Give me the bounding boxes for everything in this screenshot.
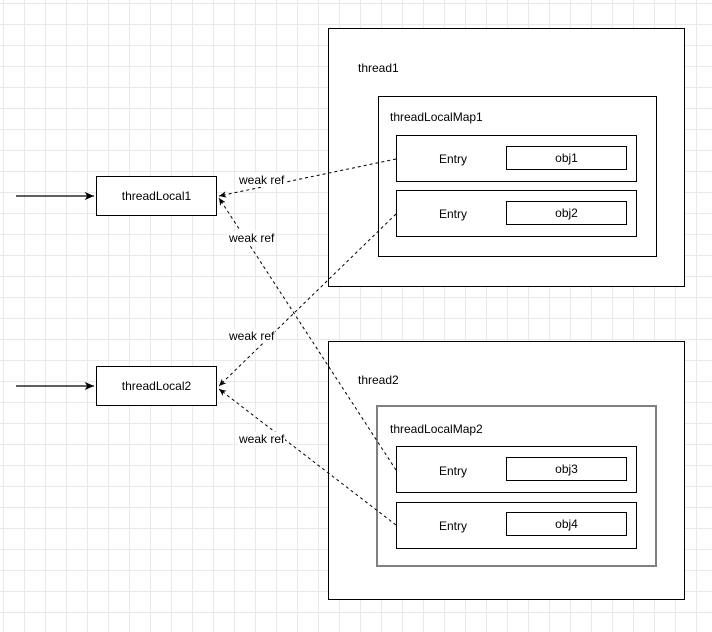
entry-1-label: Entry bbox=[439, 152, 468, 166]
obj1-label: obj1 bbox=[555, 151, 578, 165]
weak-ref-label-3: weak ref bbox=[228, 329, 276, 343]
threadlocal2-label: threadLocal2 bbox=[121, 379, 192, 393]
obj3-label: obj3 bbox=[555, 462, 578, 476]
weak-ref-entry2-to-threadlocal2 bbox=[218, 213, 397, 387]
threadlocal2-box: threadLocal2 bbox=[96, 366, 217, 406]
obj2-label: obj2 bbox=[555, 206, 578, 220]
weak-ref-label-4: weak ref bbox=[238, 432, 286, 446]
threadlocalmap2-label: threadLocalMap2 bbox=[390, 422, 483, 436]
weak-ref-entry4-to-threadlocal2 bbox=[218, 388, 397, 526]
obj2-box: obj2 bbox=[506, 201, 627, 225]
threadlocalmap1-label: threadLocalMap1 bbox=[390, 110, 483, 124]
obj4-label: obj4 bbox=[555, 517, 578, 531]
thread2-label: thread2 bbox=[358, 373, 399, 387]
entry-3-label: Entry bbox=[439, 464, 468, 478]
weak-ref-label-1: weak ref bbox=[238, 173, 286, 187]
entry-4-label: Entry bbox=[439, 519, 468, 533]
obj4-box: obj4 bbox=[506, 512, 627, 536]
obj3-box: obj3 bbox=[506, 457, 627, 481]
obj1-box: obj1 bbox=[506, 146, 627, 170]
threadlocal1-box: threadLocal1 bbox=[96, 176, 217, 216]
thread1-label: thread1 bbox=[358, 61, 399, 75]
threadlocal1-label: threadLocal1 bbox=[121, 189, 192, 203]
entry-2-label: Entry bbox=[439, 207, 468, 221]
weak-ref-entry1-to-threadlocal1 bbox=[218, 158, 397, 198]
weak-ref-label-2: weak ref bbox=[228, 231, 276, 245]
